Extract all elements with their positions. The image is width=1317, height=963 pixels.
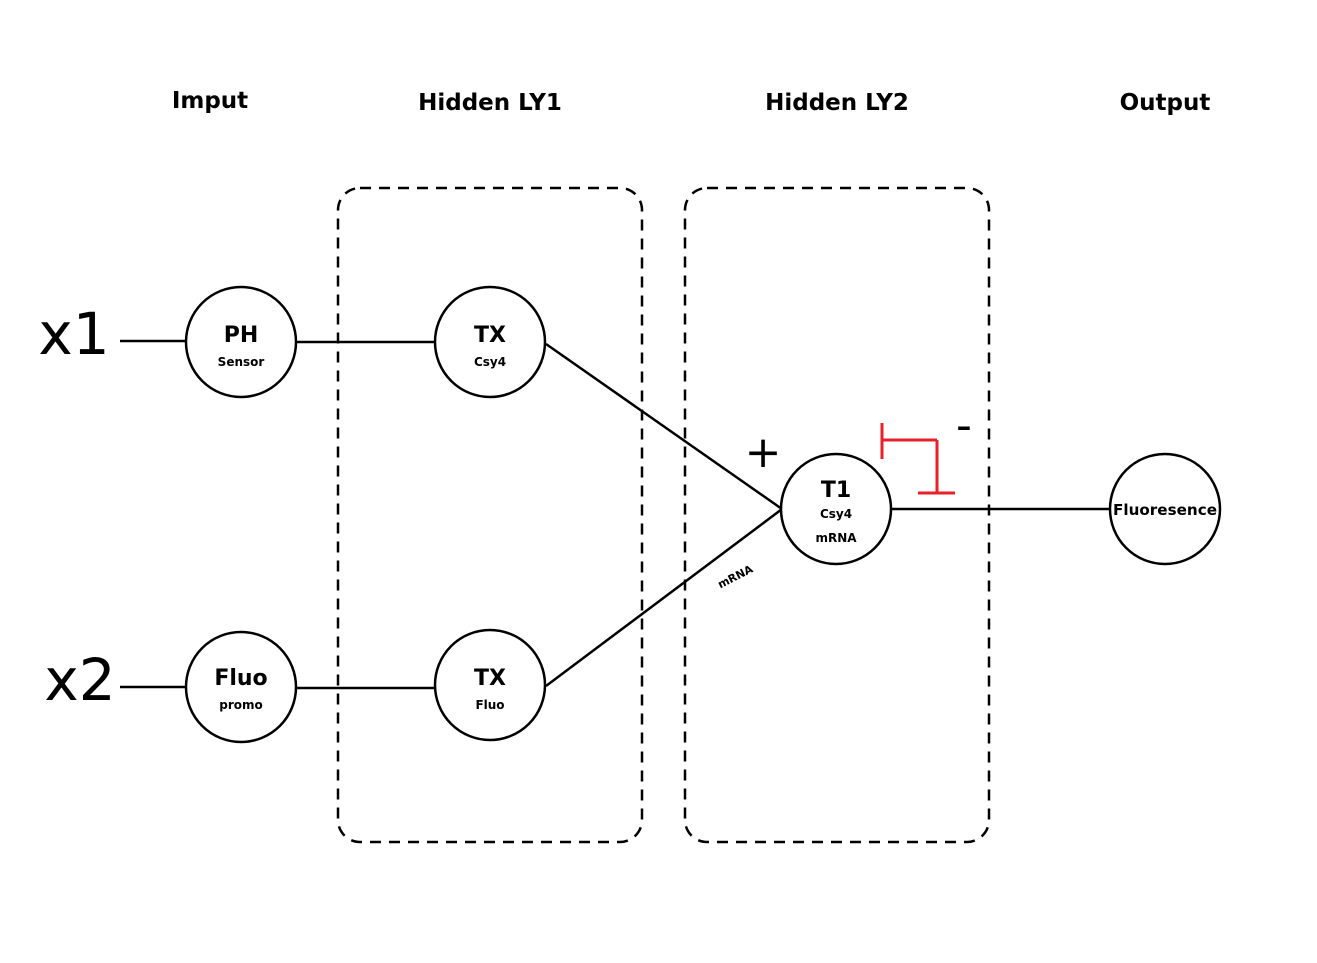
node-t1-sub: Csy4	[820, 507, 852, 521]
layer-title-output: Output	[1120, 90, 1211, 116]
node-t1: T1 Csy4 mRNA	[779, 452, 893, 566]
node-ph-sensor-sub: Sensor	[218, 355, 265, 369]
hidden-layer-1-box	[336, 186, 644, 844]
layer-title-hidden1: Hidden LY1	[418, 90, 562, 116]
node-tx-csy4-sub: Csy4	[474, 355, 506, 369]
node-output: Fluoresence	[1108, 452, 1222, 566]
edge-txcsy4-t1	[545, 342, 783, 511]
edge-label-mrna: mRNA	[716, 562, 756, 591]
node-tx-csy4: TX Csy4	[433, 285, 547, 399]
node-fluo-promo-sub: promo	[219, 698, 263, 712]
node-tx-csy4-main: TX	[474, 323, 506, 348]
node-fluo-promo: Fluo promo	[184, 630, 298, 744]
repression-icon	[880, 423, 955, 495]
layer-title-hidden2: Hidden LY2	[765, 90, 909, 116]
input-x1: x1	[38, 300, 109, 368]
node-tx-fluo: TX Fluo	[433, 628, 547, 742]
node-tx-fluo-main: TX	[474, 666, 506, 691]
node-ph-sensor: PH Sensor	[184, 285, 298, 399]
layer-title-input: Imput	[172, 88, 248, 114]
node-output-label: Fluoresence	[1113, 501, 1217, 519]
node-fluo-promo-main: Fluo	[214, 666, 267, 691]
node-tx-fluo-sub: Fluo	[475, 698, 504, 712]
hidden-layer-2-box	[683, 186, 991, 844]
node-ph-sensor-main: PH	[224, 323, 259, 348]
edge-txfluo-t1	[545, 508, 783, 687]
node-t1-main: T1	[821, 478, 851, 503]
activation-sign: +	[745, 427, 782, 478]
repression-sign: -	[956, 400, 972, 451]
node-t1-sub2: mRNA	[815, 531, 857, 545]
input-x2: x2	[44, 646, 115, 714]
